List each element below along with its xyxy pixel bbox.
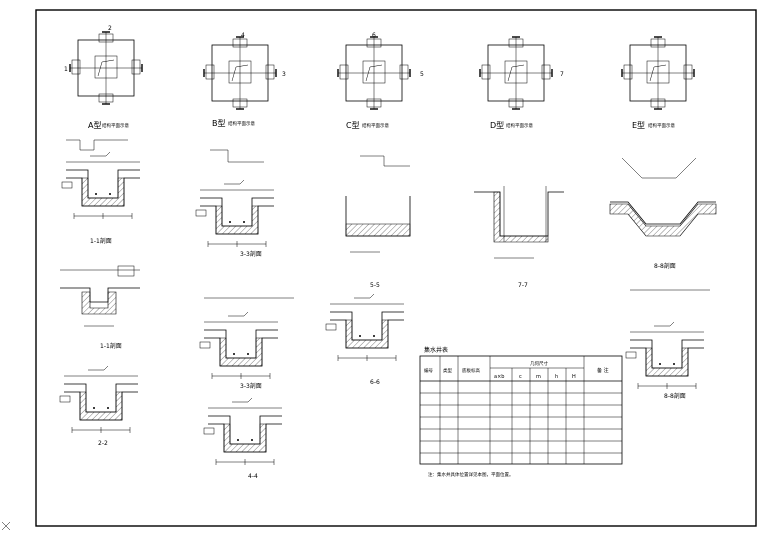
- section-8-8-b: [625, 289, 710, 390]
- table-header-remark: 备 注: [597, 367, 609, 374]
- pit-table: [419, 355, 623, 465]
- section-8-8-b-label: 8-8剖面: [664, 392, 686, 400]
- section-6-6-label: 6-6: [370, 379, 380, 386]
- plan-c-mark-side: 5: [420, 71, 424, 78]
- plan-c-mark-top: 6: [372, 32, 376, 39]
- section-6-6: [325, 293, 405, 362]
- section-8-8-a-label: 8-8剖面: [654, 262, 676, 270]
- table-header-c: c: [519, 374, 522, 380]
- plan-d: [479, 36, 553, 110]
- plan-a-label: A型: [88, 121, 101, 130]
- plan-c-note: 结构平面示意: [362, 122, 389, 129]
- plan-e: [621, 36, 695, 110]
- plan-b-note: 结构平面示意: [228, 120, 255, 127]
- section-2-2: [59, 365, 139, 434]
- table-title: 集水井表: [424, 346, 448, 354]
- table-header-m: m: [536, 374, 541, 380]
- plan-c-label: C型: [346, 121, 360, 130]
- plan-b-mark-top: 4: [241, 32, 245, 39]
- section-4-4: [203, 397, 283, 466]
- section-8-8-a: [609, 157, 717, 237]
- section-3-3-a: [195, 149, 275, 248]
- section-3-3-a-label: 3-3剖面: [240, 250, 262, 258]
- section-2-2-label: 2-2: [98, 440, 108, 447]
- drawing-note: 注：集水井具体位置详见本图，平面位置。: [428, 471, 514, 478]
- section-1-1-b: [60, 265, 140, 327]
- table-group-header: 几何尺寸: [530, 360, 548, 367]
- section-3-3-b-label: 3-3剖面: [240, 382, 262, 390]
- plan-b-mark-side: 3: [282, 71, 286, 78]
- plan-c: [337, 36, 411, 110]
- table-header-elev: 底板标高: [462, 367, 480, 374]
- table-header-type: 类型: [443, 367, 452, 374]
- plan-e-note: 结构平面示意: [648, 122, 675, 129]
- plan-a-mark-top: 2: [108, 25, 112, 32]
- section-7-7-label: 7-7: [518, 282, 528, 289]
- section-1-1-a: [61, 139, 141, 220]
- plan-a-mark-side: 1: [64, 66, 68, 73]
- plan-d-mark-side: 7: [560, 71, 564, 78]
- section-7-7: [474, 186, 564, 259]
- section-5-5: [345, 155, 411, 253]
- plan-d-note: 结构平面示意: [506, 122, 533, 129]
- table-header-id: 编号: [424, 367, 433, 374]
- table-header-axb: a×b: [494, 374, 504, 380]
- table-header-h: h: [555, 374, 558, 380]
- plan-b-label: B型: [212, 119, 226, 128]
- section-4-4-label: 4-4: [248, 473, 258, 480]
- section-1-1-a-label: 1-1剖面: [90, 237, 112, 245]
- plan-e-label: E型: [632, 121, 645, 130]
- plan-a: [69, 31, 143, 105]
- plan-a-note: 结构平面示意: [102, 122, 129, 129]
- table-header-H: H: [572, 374, 576, 380]
- plan-b: [203, 36, 277, 110]
- section-3-3-b: [199, 297, 294, 380]
- section-5-5-label: 5-5: [370, 282, 380, 289]
- section-1-1-b-label: 1-1剖面: [100, 342, 122, 350]
- sheet-border: [35, 9, 757, 527]
- plan-d-label: D型: [490, 121, 504, 130]
